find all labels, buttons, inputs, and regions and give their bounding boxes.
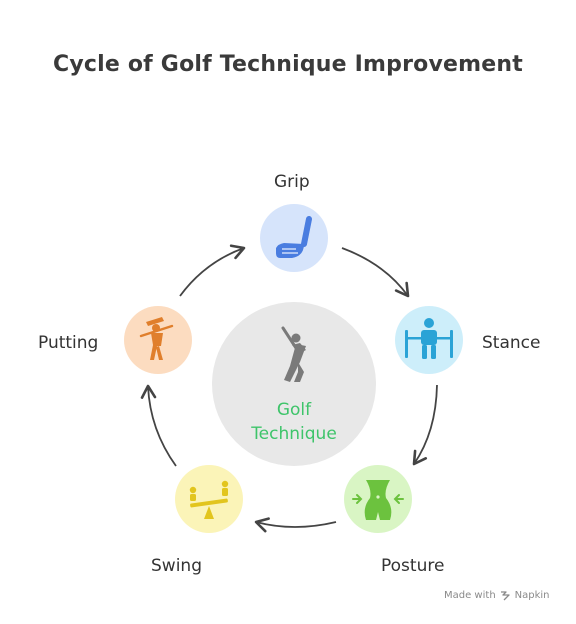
diagram-title: Cycle of Golf Technique Improvement [53,52,523,77]
center-label: Golf Technique [214,398,374,446]
watermark-brand: Napkin [514,590,550,601]
swing-label: Swing [151,556,202,576]
seesaw-icon [189,480,229,519]
golf-club-icon [276,216,312,258]
golfer-carrying-club-icon [139,317,174,360]
golfer-swing-icon [281,326,306,382]
waist-posture-icon [352,480,404,520]
posture-label: Posture [381,556,445,576]
arrow-stance-to-posture [412,384,438,466]
center-label-line2: Technique [251,424,337,444]
napkin-logo-icon [500,591,510,601]
swing-node-circle [175,465,243,533]
grip-label: Grip [274,172,310,192]
stance-label: Stance [482,333,541,353]
person-stance-icon [405,318,453,359]
arrow-swing-to-putting [140,384,177,467]
putting-label: Putting [38,333,99,353]
watermark-text: Made with [444,590,496,601]
arrow-putting-to-grip [179,244,246,297]
watermark: Made with Napkin [444,590,550,601]
center-label-line1: Golf [276,400,312,420]
grip-node-circle [260,204,328,272]
arrow-posture-to-swing [254,517,337,533]
center-circle [212,302,376,466]
arrow-grip-to-stance [341,247,410,298]
